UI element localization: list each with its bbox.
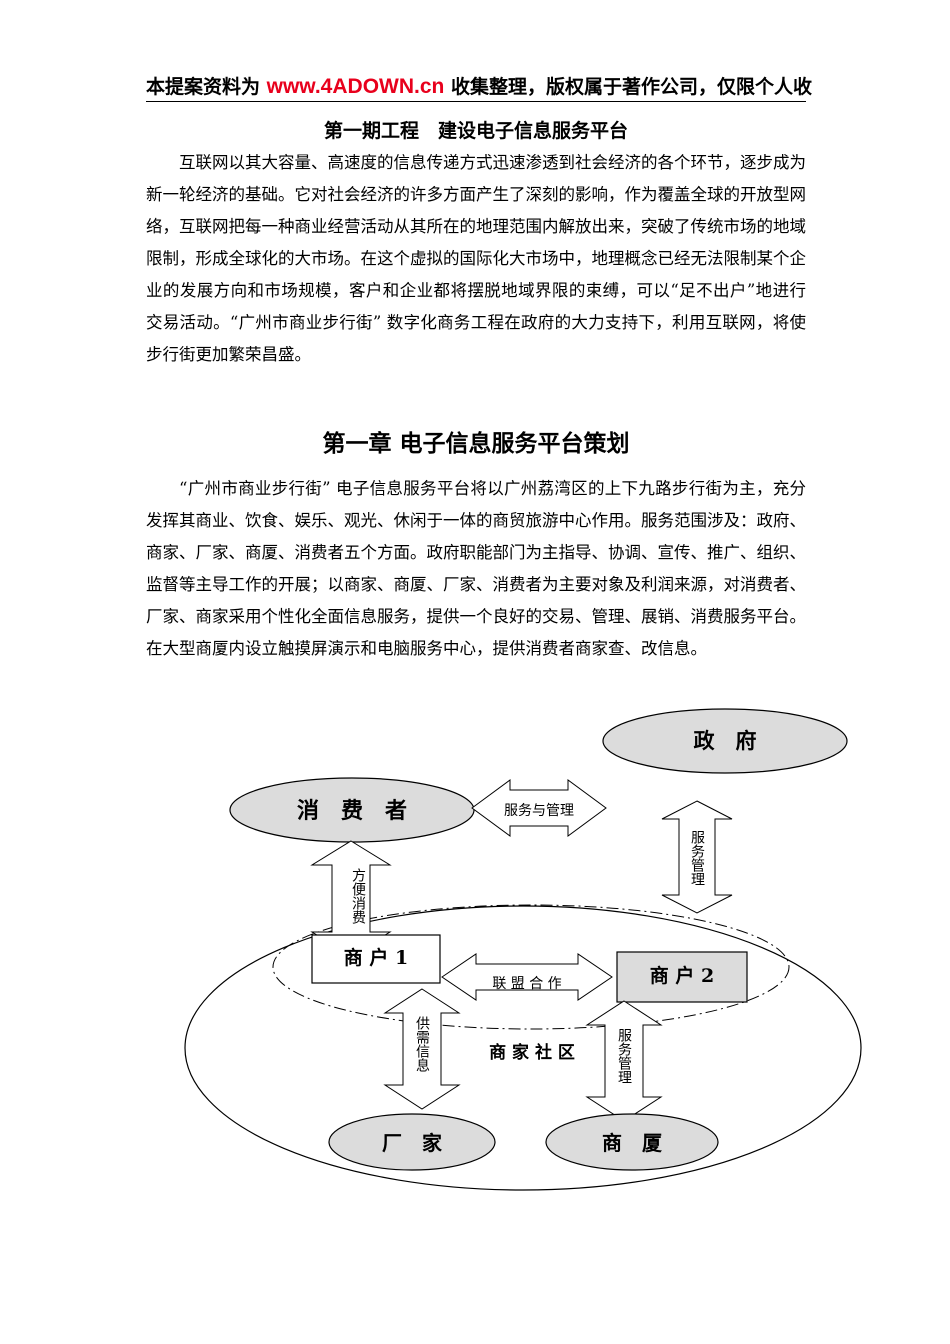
merchant1-label: 商 户 1 xyxy=(344,946,408,969)
header-prefix: 本提案资料为 xyxy=(146,76,267,98)
paragraph-intro: 互联网以其大容量、高速度的信息传递方式迅速渗透到社会经济的各个环节，逐步成为新一… xyxy=(146,153,806,364)
merchant1-box xyxy=(311,934,441,984)
government-label: 政 府 xyxy=(694,728,757,753)
government-service-label: 服务管理 xyxy=(689,830,705,886)
factory-label: 厂 家 xyxy=(382,1131,443,1155)
supply-demand-arrow xyxy=(383,988,461,1110)
government-node xyxy=(602,708,848,774)
paragraph-platform: “广州市商业步行街” 电子信息服务平台将以广州荔湾区的上下九路步行街为主，充分发… xyxy=(146,479,806,658)
service-mgmt-label: 服务与管理 xyxy=(504,803,574,819)
merchant2-box xyxy=(616,951,748,1003)
alliance-label: 联 盟 合 作 xyxy=(492,976,561,992)
merchant2-label: 商 户 2 xyxy=(650,964,714,987)
page-header: 本提案资料为 www.4ADOWN.cn 收集整理，版权属于著作公司，仅限个人收 xyxy=(146,70,950,104)
community-label: 商 家 社 区 xyxy=(489,1042,575,1063)
mall-service-label: 服务管理 xyxy=(616,1028,632,1084)
government-service-arrow xyxy=(661,800,733,914)
supply-demand-label: 供需信息 xyxy=(414,1016,430,1072)
header-brand: www.4ADOWN.cn xyxy=(266,75,445,98)
alliance-ellipse xyxy=(272,904,790,1030)
section-title: 第一期工程 建设电子信息服务平台 xyxy=(323,120,628,142)
factory-node xyxy=(328,1113,496,1171)
consumer-label: 消 费 者 xyxy=(297,798,407,824)
mall-label: 商 厦 xyxy=(602,1131,663,1155)
chapter-title: 第一章 电子信息服务平台策划 xyxy=(322,430,630,457)
alliance-arrow xyxy=(441,953,613,1001)
convenient-consume-label: 方便消费 xyxy=(350,868,366,924)
platform-diagram: 政 府 消 费 者 服务与管理 服务管理 方便消费 商 户 1 商 户 2 联 … xyxy=(184,708,862,1191)
header-suffix: 收集整理，版权属于著作公司，仅限个人收 xyxy=(444,76,812,98)
header-rule xyxy=(146,101,806,102)
mall-node xyxy=(545,1113,719,1171)
service-mgmt-arrow xyxy=(471,779,607,837)
